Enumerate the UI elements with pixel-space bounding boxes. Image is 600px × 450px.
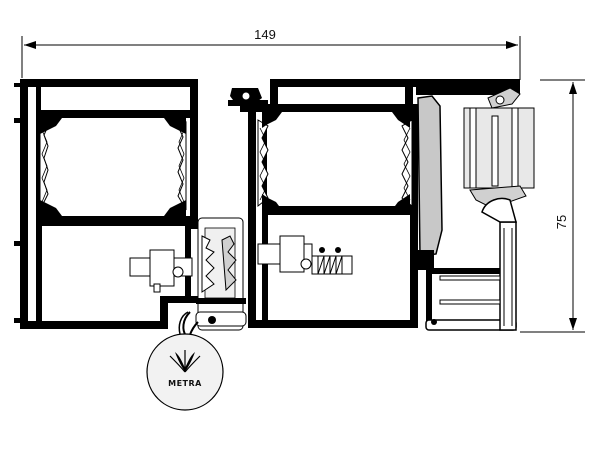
- height-dimension-label: 75: [554, 215, 569, 229]
- metra-logo-badge: METRA: [146, 311, 224, 411]
- central-interlock: [178, 217, 247, 351]
- external-gasket-block: [463, 87, 535, 223]
- width-dimension-label: 149: [254, 27, 276, 42]
- outer-frame-profile: [416, 87, 520, 331]
- metra-logo-text: METRA: [168, 379, 202, 388]
- height-dimension: 75: [520, 79, 585, 333]
- top-interlock-gasket: [228, 88, 268, 106]
- metra-emblem-icon: [169, 350, 201, 373]
- width-dimension: 149: [21, 27, 521, 80]
- left-sash-profile: [14, 79, 205, 329]
- right-sash-profile: [240, 79, 520, 328]
